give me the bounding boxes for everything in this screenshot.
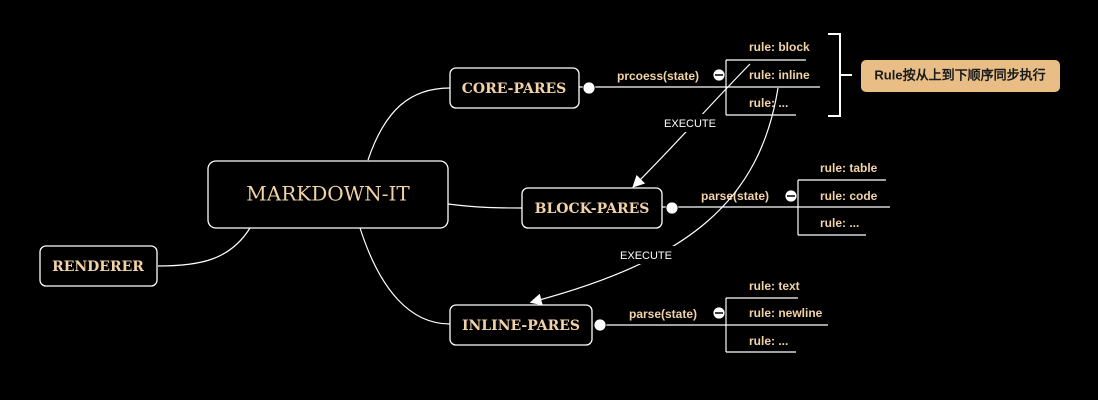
node-renderer[interactable]: RENDERER: [39, 245, 158, 287]
block-collapse-toggle[interactable]: [784, 189, 798, 203]
inline-rule-more: rule: ...: [749, 334, 788, 348]
callout-text: Rule按从上到下顺序同步执行: [874, 67, 1045, 82]
block-expand-dot[interactable]: [665, 201, 679, 215]
inline-rule-newline: rule: newline: [749, 306, 823, 320]
node-root[interactable]: MARKDOWN-IT: [207, 160, 449, 229]
block-rules-group: rule: table rule: code rule: ...: [797, 161, 890, 236]
node-root-label: MARKDOWN-IT: [246, 182, 410, 206]
node-core-pares-label: CORE-PARES: [462, 81, 567, 97]
edge-root-inline: [359, 227, 451, 325]
edge-root-core: [367, 87, 451, 161]
core-rule-inline: rule: inline: [749, 68, 810, 82]
core-expand-dot[interactable]: [582, 81, 596, 95]
edge-root-block: [447, 203, 523, 209]
block-rule-table: rule: table: [820, 161, 878, 175]
node-inline-pares-label: INLINE-PARES: [462, 318, 580, 334]
rules-bracket: [828, 33, 852, 117]
inline-collapse-toggle[interactable]: [712, 306, 726, 320]
core-process-label: prcoess(state): [617, 69, 699, 83]
core-rule-more: rule: ...: [749, 96, 788, 110]
node-renderer-label: RENDERER: [52, 259, 144, 275]
block-rule-more: rule: ...: [820, 216, 859, 230]
sync-execution-callout: Rule按从上到下顺序同步执行: [861, 60, 1060, 92]
node-block-pares-label: BLOCK-PARES: [535, 201, 650, 217]
execute-label-bg-1: [655, 114, 725, 132]
inline-rule-text: rule: text: [749, 279, 800, 293]
inline-expand-dot[interactable]: [593, 318, 607, 332]
block-parse-label: parse(state): [701, 189, 769, 203]
core-rules-group: rule: block rule: inline rule: ...: [725, 40, 820, 116]
node-block-pares[interactable]: BLOCK-PARES: [521, 187, 663, 229]
edge-root-renderer: [157, 227, 251, 267]
execute-arrow-inline: [529, 87, 779, 306]
execute-label-2: EXECUTE: [620, 250, 672, 262]
execute-label-1: EXECUTE: [664, 118, 716, 130]
node-core-pares[interactable]: CORE-PARES: [449, 67, 580, 109]
node-inline-pares[interactable]: INLINE-PARES: [449, 304, 593, 346]
core-rule-block: rule: block: [749, 40, 810, 54]
inline-parse-label: parse(state): [629, 307, 697, 321]
block-rule-code: rule: code: [820, 189, 878, 203]
core-collapse-toggle[interactable]: [712, 68, 726, 82]
execute-label-bg-2: [610, 246, 682, 264]
inline-rules-group: rule: text rule: newline rule: ...: [725, 279, 828, 353]
